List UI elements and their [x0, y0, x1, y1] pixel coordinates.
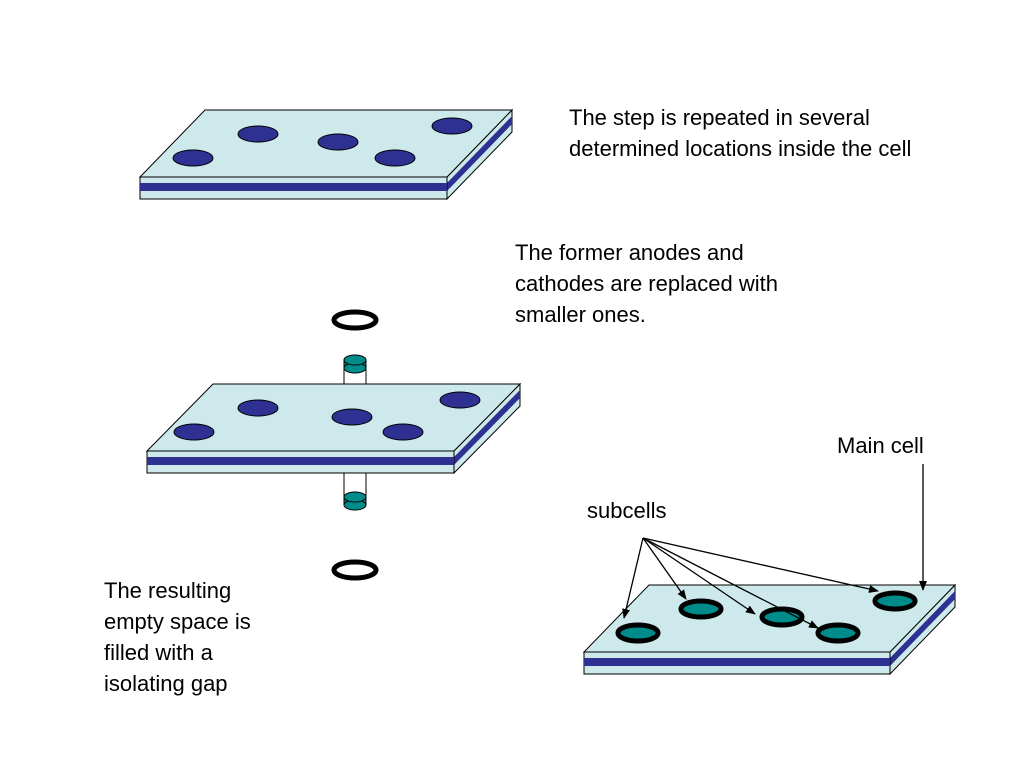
label-subcells: subcells: [587, 498, 667, 523]
subcell-cylinder-upper: [343, 354, 367, 374]
caption-line: The resulting: [104, 578, 232, 603]
arrow-to-subcell-4: [642, 537, 819, 629]
arrow-to-subcell-3: [642, 537, 756, 615]
subcell: [872, 590, 918, 612]
electrode: [382, 423, 424, 441]
isolating-ring-top: [331, 309, 379, 331]
caption-repeated-step: The step is repeated in several determin…: [569, 102, 911, 164]
caption-line: filled with a: [104, 640, 213, 665]
subcell: [615, 622, 661, 644]
electrode: [237, 399, 279, 417]
caption-line: isolating gap: [104, 671, 228, 696]
caption-line: smaller ones.: [515, 302, 646, 327]
caption-isolating-gap: The resulting empty space is filled with…: [104, 575, 251, 699]
label-main-cell: Main cell: [837, 433, 924, 458]
plate-middle: [145, 309, 522, 581]
electrode: [374, 149, 416, 167]
caption-line: determined locations inside the cell: [569, 136, 912, 161]
electrode: [237, 125, 279, 143]
electrode: [173, 423, 215, 441]
isolating-ring-bottom: [331, 559, 379, 581]
electrode: [172, 149, 214, 167]
electrode: [431, 117, 473, 135]
caption-line: The step is repeated in several: [569, 105, 870, 130]
plate-top: [138, 108, 514, 201]
subcell: [815, 622, 861, 644]
arrow-to-subcell-5: [642, 537, 879, 593]
caption-line: empty space is: [104, 609, 251, 634]
electrode: [317, 133, 359, 151]
caption-line: The former anodes and: [515, 240, 744, 265]
caption-replaced-electrodes: The former anodes and cathodes are repla…: [515, 237, 778, 330]
electrode: [439, 391, 481, 409]
arrow-to-subcell-2: [642, 537, 687, 600]
plate-result: [582, 583, 957, 676]
electrode: [331, 408, 373, 426]
subcell: [678, 598, 724, 620]
subcell-cylinder-lower: [343, 491, 367, 511]
arrow-to-subcell-1: [622, 537, 644, 619]
caption-line: cathodes are replaced with: [515, 271, 778, 296]
subcell-arrows: [622, 537, 879, 629]
